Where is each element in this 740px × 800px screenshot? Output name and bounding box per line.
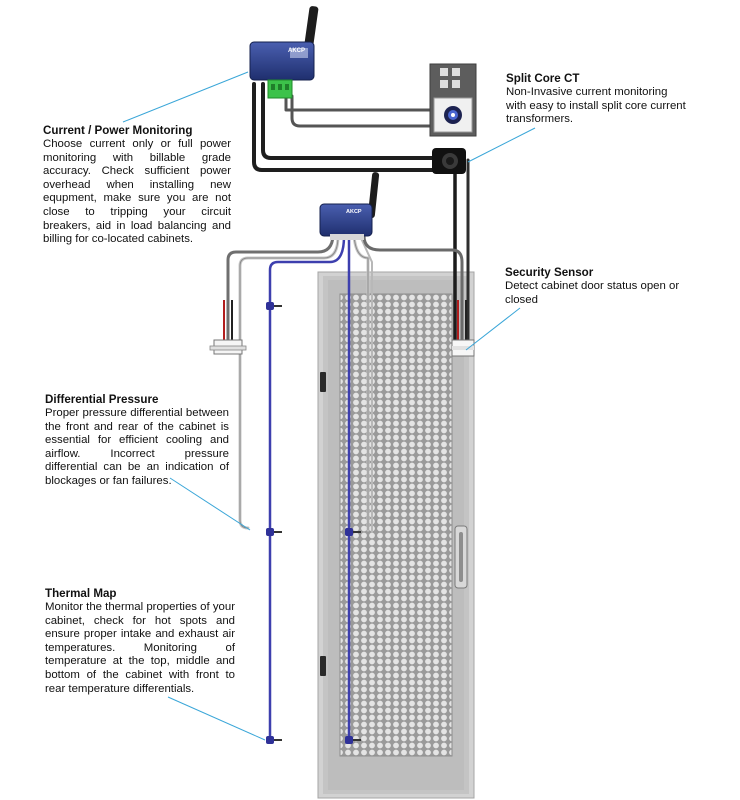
split-core-ct [432, 148, 466, 174]
callout-power-monitoring: Current / Power Monitoring Choose curren… [43, 124, 231, 247]
thermal-probe-middle [266, 528, 361, 536]
leader-ct [467, 127, 536, 163]
server-cabinet [317, 271, 475, 799]
callout-ct-title: Split Core CT [506, 72, 580, 85]
callout-thermal-map: Thermal Map Monitor the thermal properti… [45, 587, 235, 696]
leader-thermal [167, 696, 266, 741]
callout-pressure-title: Differential Pressure [45, 393, 159, 406]
leader-power [122, 71, 249, 123]
leader-pressure [169, 477, 251, 531]
sensor-hub-device: AKCP [319, 172, 380, 240]
callout-split-core-ct: Split Core CT Non-Invasive current monit… [506, 72, 690, 127]
door-hinge-top [320, 372, 326, 392]
callout-power-title: Current / Power Monitoring [43, 124, 193, 137]
callout-security-sensor: Security Sensor Detect cabinet door stat… [505, 266, 690, 307]
callout-thermal-body: Monitor the thermal properties of your c… [45, 601, 235, 695]
door-hinge-bottom [320, 656, 326, 676]
ct-output-cable [453, 158, 470, 344]
power-cables [252, 82, 440, 172]
cabinet-perforated-door [340, 294, 452, 756]
leader-lines [122, 71, 536, 741]
callout-pressure-body: Proper pressure differential between the… [45, 407, 229, 487]
device-brand-logo: AKCP [288, 48, 305, 54]
callout-power-body: Choose current only or full power monito… [43, 138, 231, 246]
callout-security-body: Detect cabinet door status open or close… [505, 280, 680, 306]
leader-security [465, 307, 521, 351]
hub-brand-logo: AKCP [346, 209, 362, 215]
power-sensor-connector [209, 300, 247, 355]
sensor-cables [226, 234, 464, 744]
breaker-panel [429, 63, 477, 137]
callout-ct-body: Non-Invasive current monitoring with eas… [506, 86, 686, 126]
thermal-probe-bottom [266, 736, 361, 744]
security-sensor [451, 300, 475, 357]
callout-security-title: Security Sensor [505, 266, 594, 279]
thermal-probe-top [266, 302, 282, 310]
callout-thermal-title: Thermal Map [45, 587, 117, 600]
callout-differential-pressure: Differential Pressure Proper pressure di… [45, 393, 229, 489]
power-monitor-device: AKCP [249, 6, 319, 99]
